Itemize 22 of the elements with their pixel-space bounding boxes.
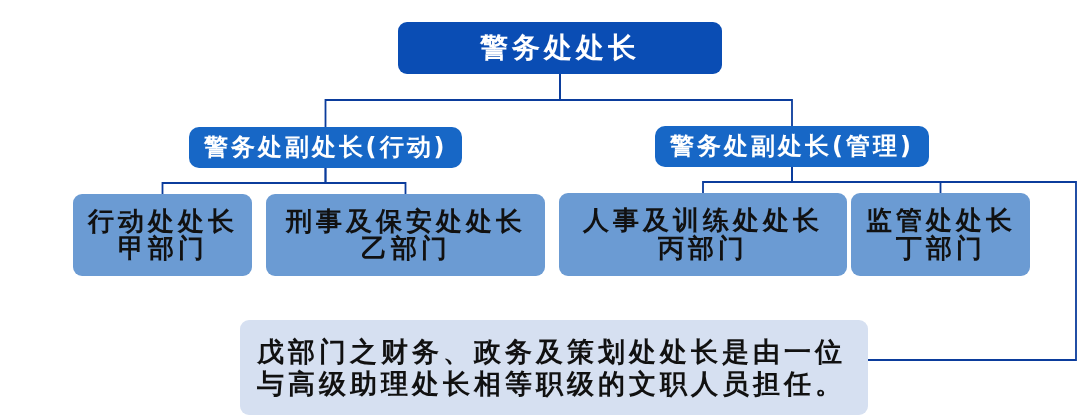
org-box — [559, 193, 847, 276]
connector-line — [324, 167, 407, 195]
box-label: 甲部门 — [117, 235, 208, 263]
box-label: 丙部门 — [658, 234, 748, 262]
box-label: 警务处副处长(管理) — [670, 133, 914, 160]
org-box — [655, 126, 929, 167]
org-box — [851, 193, 1030, 276]
note-box — [240, 320, 868, 415]
box-label: 刑事及保安处处长 — [285, 207, 526, 235]
org-box — [189, 127, 462, 168]
box-label: 警务处处长 — [480, 32, 640, 64]
box-label: 人事及训练处处长 — [583, 207, 823, 235]
org-box — [266, 194, 545, 276]
note-text: 戊部门之财务、政务及策划处处长是由一位与高级助理处长相等职级的文职人员担任。 — [256, 336, 847, 399]
org-box — [398, 22, 722, 74]
box-label: 丁部门 — [895, 234, 986, 262]
box-label: 警务处副处长(行动) — [203, 134, 448, 161]
connector-line — [559, 73, 793, 127]
box-label: 行动处处长 — [87, 207, 238, 235]
box-label: 乙部门 — [360, 235, 451, 263]
org-box — [73, 194, 252, 276]
box-label: 监管处处长 — [865, 207, 1016, 235]
